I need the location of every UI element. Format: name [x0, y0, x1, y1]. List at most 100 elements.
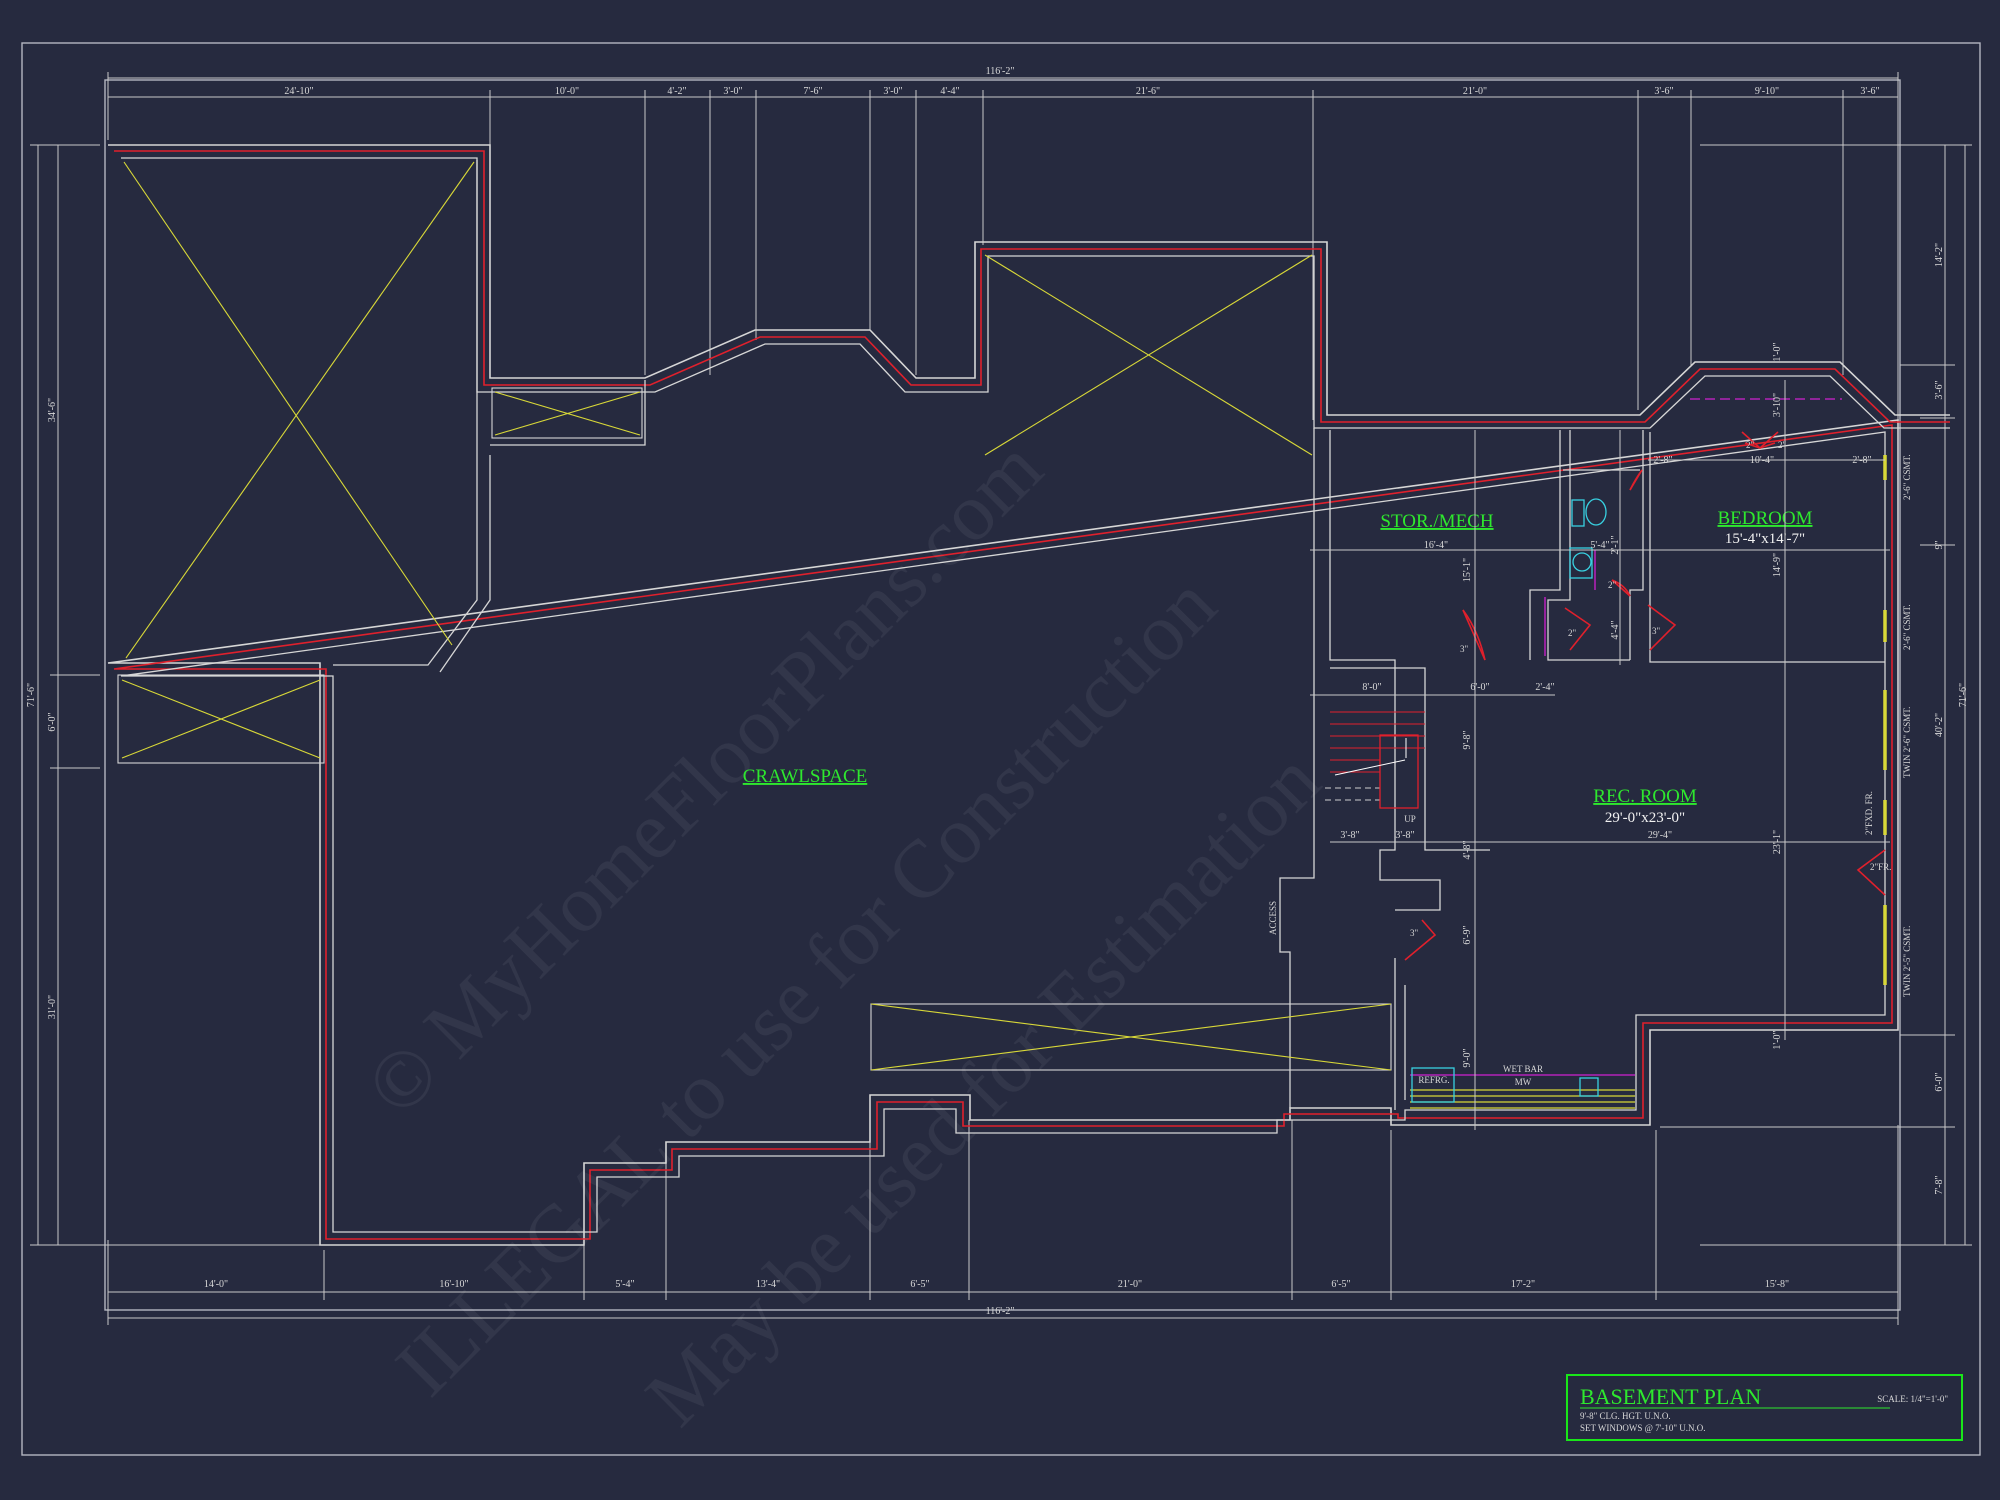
dim-bay-2: 10'-4" [1750, 455, 1774, 466]
door-label-hall: 3" [1460, 644, 1469, 654]
room-labels: CRAWLSPACE STOR./MECH BEDROOM 15'-4"x14'… [743, 508, 1813, 826]
title-block: BASEMENT PLAN SCALE: 1/4"=1'-0" 9'-8" CL… [1566, 1374, 1963, 1441]
dim-rec-2: 6'-9" [1462, 925, 1473, 944]
title-block-note-1: 9'-8" CLG. HGT. U.N.O. [1580, 1411, 1671, 1421]
door-label-bed-closet: 3" [1652, 626, 1661, 636]
window-label-2: 2'-6" CSMT. [1902, 604, 1912, 650]
stair [1325, 711, 1425, 809]
dim-bath-2: 2'-1" [1610, 535, 1621, 554]
dim-stor-depth: 15'-1" [1462, 558, 1473, 582]
dim-bath-1: 5'-4" [1590, 540, 1609, 551]
dim-left-overall: 71'-6" [26, 683, 37, 707]
dim-left-1: 34'-6" [47, 398, 58, 422]
title-block-note-2: SET WINDOWS @ 7'-10" U.N.O. [1580, 1423, 1706, 1433]
dim-left-3: 31'-0" [47, 995, 58, 1019]
dim-rec-4: 1'-0" [1772, 1030, 1783, 1049]
dim-left-2: 6'-0" [47, 712, 58, 731]
dim-bottom-2: 16'-10" [439, 1279, 468, 1290]
stair-up-label: UP [1404, 814, 1416, 824]
dim-top-9: 21'-0" [1463, 86, 1487, 97]
dim-right-overall: 71'-6" [1958, 683, 1969, 707]
closet-rods [1544, 398, 1842, 656]
wet-bar-label: WET BAR [1503, 1064, 1543, 1074]
dim-top-4: 3'-0" [723, 86, 742, 97]
dim-bottom-4: 13'-4" [756, 1279, 780, 1290]
fixed-window-label: 2"FXD. FR. [1864, 791, 1874, 835]
dim-bottom-1: 14'-0" [204, 1279, 228, 1290]
door-label-bath-1: 2" [1608, 580, 1617, 590]
dim-top-8: 21'-6" [1136, 86, 1160, 97]
dim-top-11: 9'-10" [1755, 86, 1779, 97]
dim-bath-3: 4'-4" [1610, 620, 1621, 639]
dim-bay-depth-1: 1'-0" [1772, 342, 1783, 361]
dim-bottom-7: 6'-5" [1331, 1279, 1350, 1290]
window-label-3: TWIN 2'-6" CSMT. [1902, 707, 1912, 778]
dim-bay-1: 2'-8" [1653, 455, 1672, 466]
fixture-labels: UP ACCESS REFRG. WET BAR MW 2'-6" CSMT. … [1268, 440, 1912, 1087]
dim-top-2: 10'-0" [555, 86, 579, 97]
dim-right-5: 6'-0" [1934, 1072, 1945, 1091]
dim-stair-3: 3'-8" [1395, 830, 1414, 841]
dim-right-3: 9" [1934, 540, 1945, 549]
dim-top-overall: 116'-2" [986, 66, 1015, 77]
dimensions-bottom: 14'-0" 16'-10" 5'-4" 13'-4" 6'-5" 21'-0"… [204, 1279, 1789, 1317]
room-label-bedroom: BEDROOM [1717, 508, 1812, 529]
room-label-stor-mech: STOR./MECH [1380, 511, 1493, 532]
dim-hall-3: 2'-4" [1535, 682, 1554, 693]
interior-walls [1329, 430, 1885, 1110]
dim-stair-1: 9'-8" [1462, 730, 1473, 749]
crawlspace-walls [333, 160, 1315, 1108]
dim-bed-depth: 14'-9" [1772, 553, 1783, 577]
watermark: © MyHomeFloorPlans.com ILLEGAL to use fo… [348, 422, 1336, 1443]
door-label-bed-1: 2" [1746, 440, 1755, 450]
dim-bottom-3: 5'-4" [615, 1279, 634, 1290]
dim-top-1: 24'-10" [284, 86, 313, 97]
dim-stor-width: 16'-4" [1424, 540, 1448, 551]
dim-top-7: 4'-4" [940, 86, 959, 97]
dimensions-top: 116'-2" 24'-10" 10'-0" 4'-2" 3'-0" 7'-6"… [284, 66, 1879, 97]
dim-bottom-overall: 116'-2" [986, 1306, 1015, 1317]
microwave-label: MW [1515, 1077, 1532, 1087]
wet-bar [1410, 1067, 1635, 1109]
refrigerator-label: REFRG. [1418, 1075, 1449, 1085]
dim-right-4: 40'-2" [1934, 713, 1945, 737]
access-label: ACCESS [1268, 901, 1278, 935]
dim-stair-2: 3'-8" [1340, 830, 1359, 841]
door-label-bath-2: 2" [1568, 628, 1577, 638]
french-door-label: 2"FR. [1870, 862, 1891, 872]
window-label-1: 2'-6" CSMT. [1902, 454, 1912, 500]
dim-top-10: 3'-6" [1654, 86, 1673, 97]
dim-right-6: 7'-8" [1934, 1175, 1945, 1194]
sheet-border [21, 42, 1981, 1456]
dimensions-interior: 16'-4" 15'-1" 14'-9" 2'-8" 10'-4" 2'-8" … [1310, 342, 1890, 1130]
room-size-rec-room: 29'-0"x23'-0" [1605, 810, 1685, 826]
open-to-above [117, 161, 1392, 1071]
bath-fixtures [1569, 498, 1607, 579]
door-label-rec: 3" [1410, 928, 1419, 938]
dim-bay-depth-2: 3'-10" [1772, 393, 1783, 417]
dim-bottom-5: 6'-5" [910, 1279, 929, 1290]
exterior-walls [107, 144, 1950, 1246]
dim-top-12: 3'-6" [1860, 86, 1879, 97]
dim-rec-3: 9'-0" [1462, 1048, 1473, 1067]
room-label-crawlspace: CRAWLSPACE [743, 766, 867, 787]
room-size-bedroom: 15'-4"x14'-7" [1725, 531, 1805, 547]
dim-rec-depth: 23'-1" [1772, 830, 1783, 854]
dim-top-5: 7'-6" [803, 86, 822, 97]
dim-bottom-6: 21'-0" [1118, 1279, 1142, 1290]
dim-top-6: 3'-0" [883, 86, 902, 97]
title-block-scale: SCALE: 1/4"=1'-0" [1877, 1394, 1948, 1404]
dim-hall-1: 8'-0" [1362, 682, 1381, 693]
dim-right-2: 3'-6" [1934, 380, 1945, 399]
title-block-title: BASEMENT PLAN [1580, 1384, 1761, 1409]
dim-right-1: 14'-2" [1934, 243, 1945, 267]
dim-rec-1: 4'-8" [1462, 840, 1473, 859]
dimensions-sides: 71'-6" 34'-6" 6'-0" 31'-0" 71'-6" 14'-2"… [26, 243, 1969, 1195]
door-label-bed-2: 2" [1778, 440, 1787, 450]
dim-hall-2: 6'-0" [1470, 682, 1489, 693]
dim-rec-width: 29'-4" [1648, 830, 1672, 841]
doors [1404, 431, 1886, 961]
dim-bottom-8: 17'-2" [1511, 1279, 1535, 1290]
window-label-4: TWIN 2'-5" CSMT. [1902, 926, 1912, 997]
